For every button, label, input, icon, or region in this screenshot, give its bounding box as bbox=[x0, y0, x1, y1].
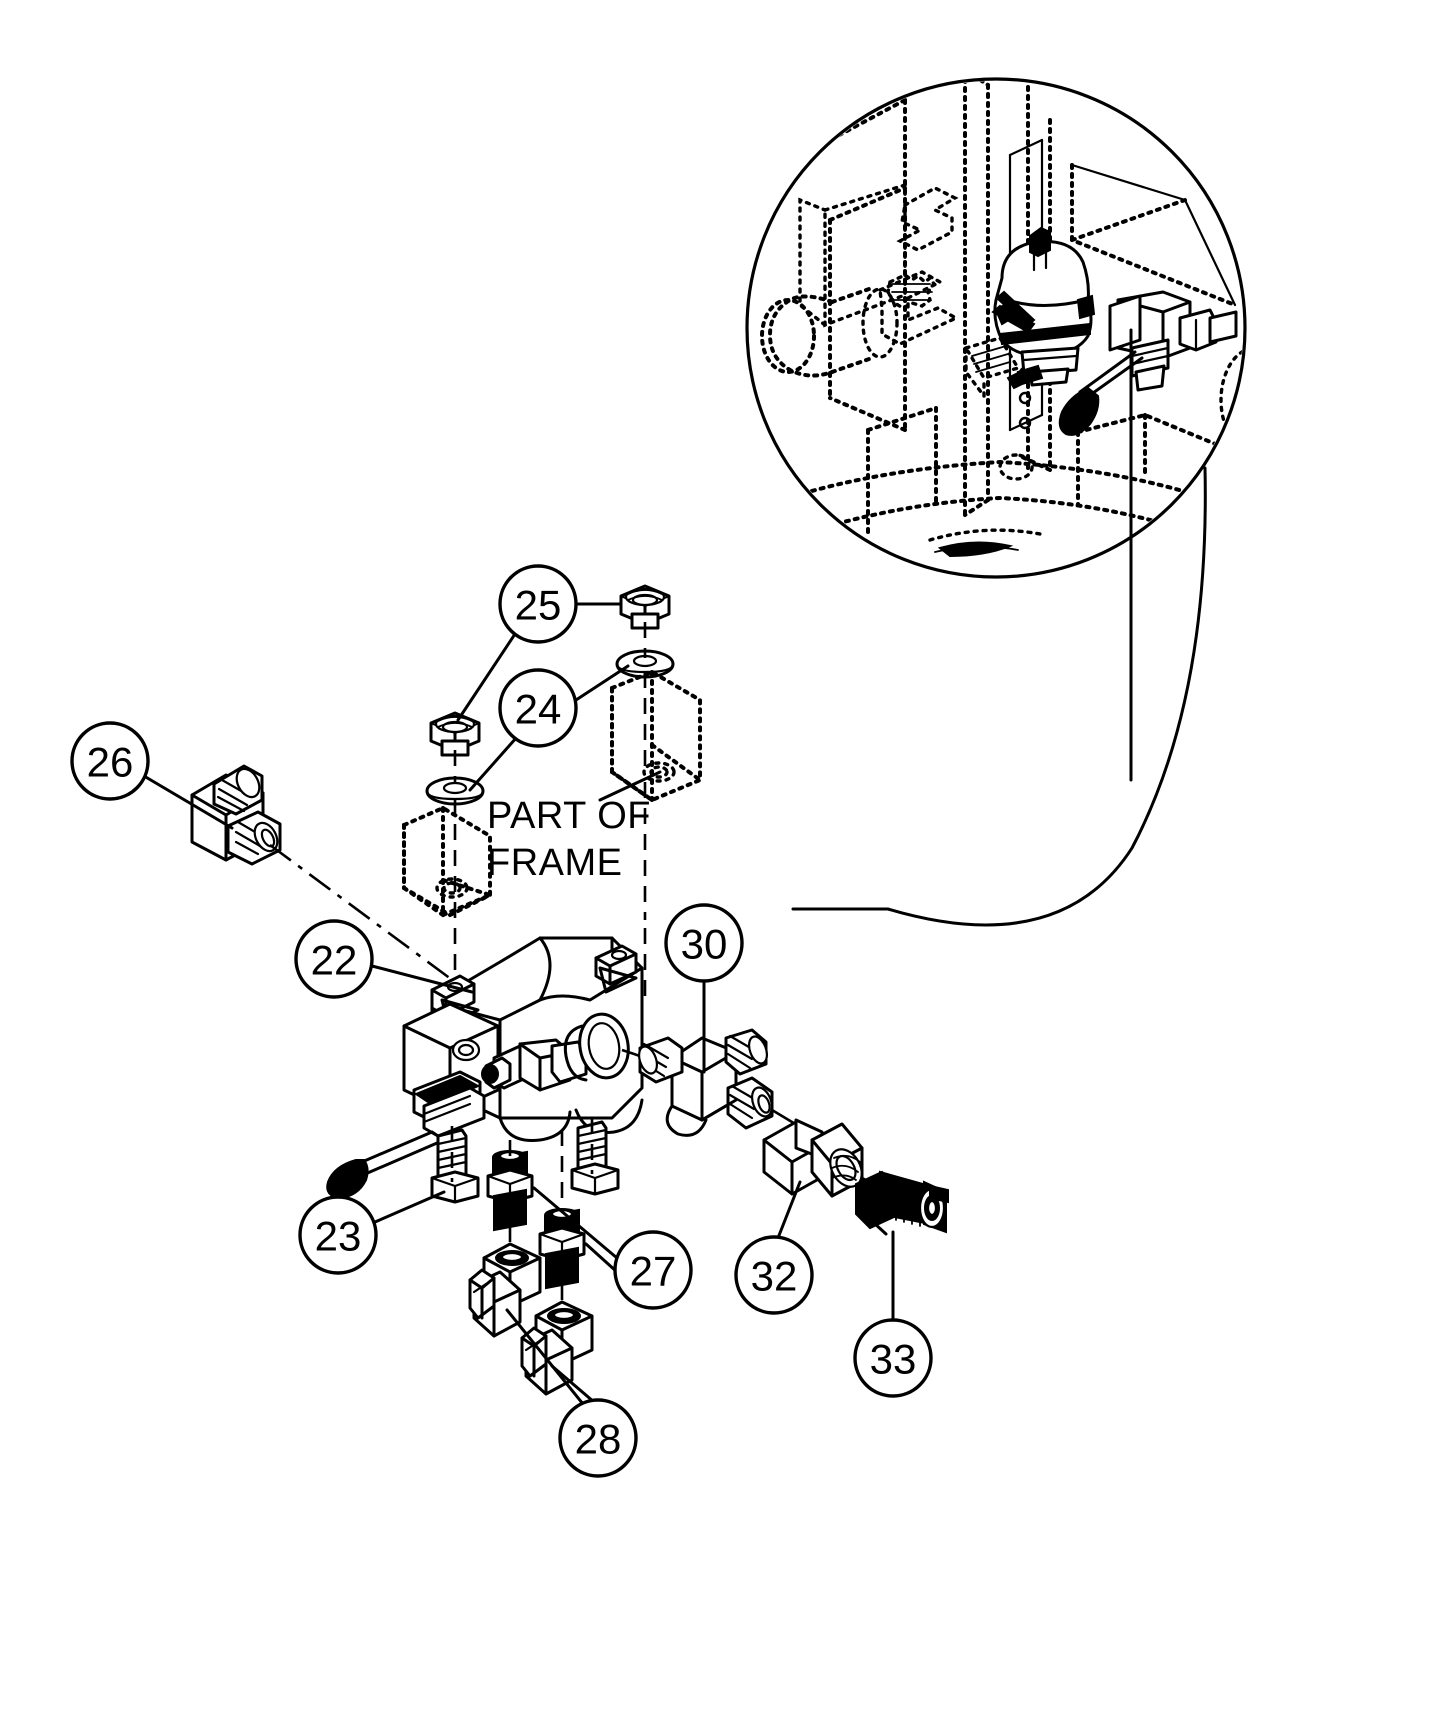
part-27-nipple-lower bbox=[538, 1208, 586, 1290]
detail-leader-curve bbox=[791, 328, 1207, 927]
callout-23[interactable]: 23 bbox=[298, 1195, 378, 1275]
callout-33[interactable]: 33 bbox=[853, 1318, 933, 1398]
part-28-elbow-upper bbox=[468, 1242, 542, 1338]
leader-note-frame bbox=[598, 770, 662, 802]
callout-30-label: 30 bbox=[681, 921, 728, 968]
note-part-of-frame: PART OF FRAME bbox=[487, 795, 651, 884]
leader-25-b bbox=[456, 632, 517, 722]
leader-22 bbox=[370, 964, 474, 994]
callout-leader-lines bbox=[142, 602, 895, 1406]
callout-22[interactable]: 22 bbox=[294, 919, 374, 999]
callout-27[interactable]: 27 bbox=[613, 1230, 693, 1310]
callout-22-label: 22 bbox=[311, 937, 358, 984]
callout-25[interactable]: 25 bbox=[498, 564, 578, 644]
leader-32 bbox=[776, 1180, 802, 1240]
detail-reservoir bbox=[991, 226, 1096, 390]
leader-24-a bbox=[574, 664, 630, 702]
detail-valve-body bbox=[1108, 290, 1238, 392]
callout-32-label: 32 bbox=[751, 1253, 798, 1300]
leader-27-a bbox=[532, 1186, 619, 1260]
centerline-26-to-22 bbox=[269, 843, 456, 984]
frame-bracket-right bbox=[610, 669, 702, 803]
callout-26[interactable]: 26 bbox=[70, 721, 150, 801]
part-25-hex-nut-upper bbox=[619, 584, 671, 630]
leader-28-a bbox=[505, 1308, 585, 1406]
callout-24-label: 24 bbox=[515, 686, 562, 733]
centerline-22-to-30 bbox=[621, 1048, 677, 1070]
callout-32[interactable]: 32 bbox=[734, 1235, 814, 1315]
leader-23 bbox=[373, 1190, 446, 1224]
part-25-hex-nut-lower bbox=[429, 711, 481, 757]
stack-centerlines bbox=[453, 622, 647, 1000]
part-28-elbow-lower bbox=[520, 1300, 594, 1396]
part-32-straight-coupler bbox=[762, 1118, 864, 1198]
part-33-knurled-fitting bbox=[855, 1170, 949, 1236]
callout-23-label: 23 bbox=[315, 1213, 362, 1260]
note-line-2: FRAME bbox=[487, 842, 623, 884]
part-23-bolt-left bbox=[430, 1128, 480, 1204]
note-line-1: PART OF bbox=[487, 795, 651, 837]
callout-25-label: 25 bbox=[515, 582, 562, 629]
part-26-elbow-fitting bbox=[190, 764, 282, 866]
part-27-nipple-upper bbox=[486, 1150, 534, 1232]
leader-27-b bbox=[584, 1242, 619, 1274]
leader-28-b bbox=[550, 1364, 596, 1404]
callout-24[interactable]: 24 bbox=[498, 668, 578, 748]
callout-33-label: 33 bbox=[870, 1336, 917, 1383]
leader-24-b bbox=[468, 735, 519, 792]
part-30-cross-fitting bbox=[637, 1028, 774, 1137]
part-22-valve-body bbox=[326, 936, 644, 1200]
detail-view-circle bbox=[745, 77, 1247, 579]
callout-28[interactable]: 28 bbox=[558, 1398, 638, 1478]
frame-bracket-left bbox=[402, 805, 492, 918]
callout-30[interactable]: 30 bbox=[664, 903, 744, 983]
leader-26 bbox=[142, 774, 234, 830]
callout-28-label: 28 bbox=[575, 1416, 622, 1463]
callout-27-label: 27 bbox=[630, 1248, 677, 1295]
callout-26-label: 26 bbox=[87, 739, 134, 786]
